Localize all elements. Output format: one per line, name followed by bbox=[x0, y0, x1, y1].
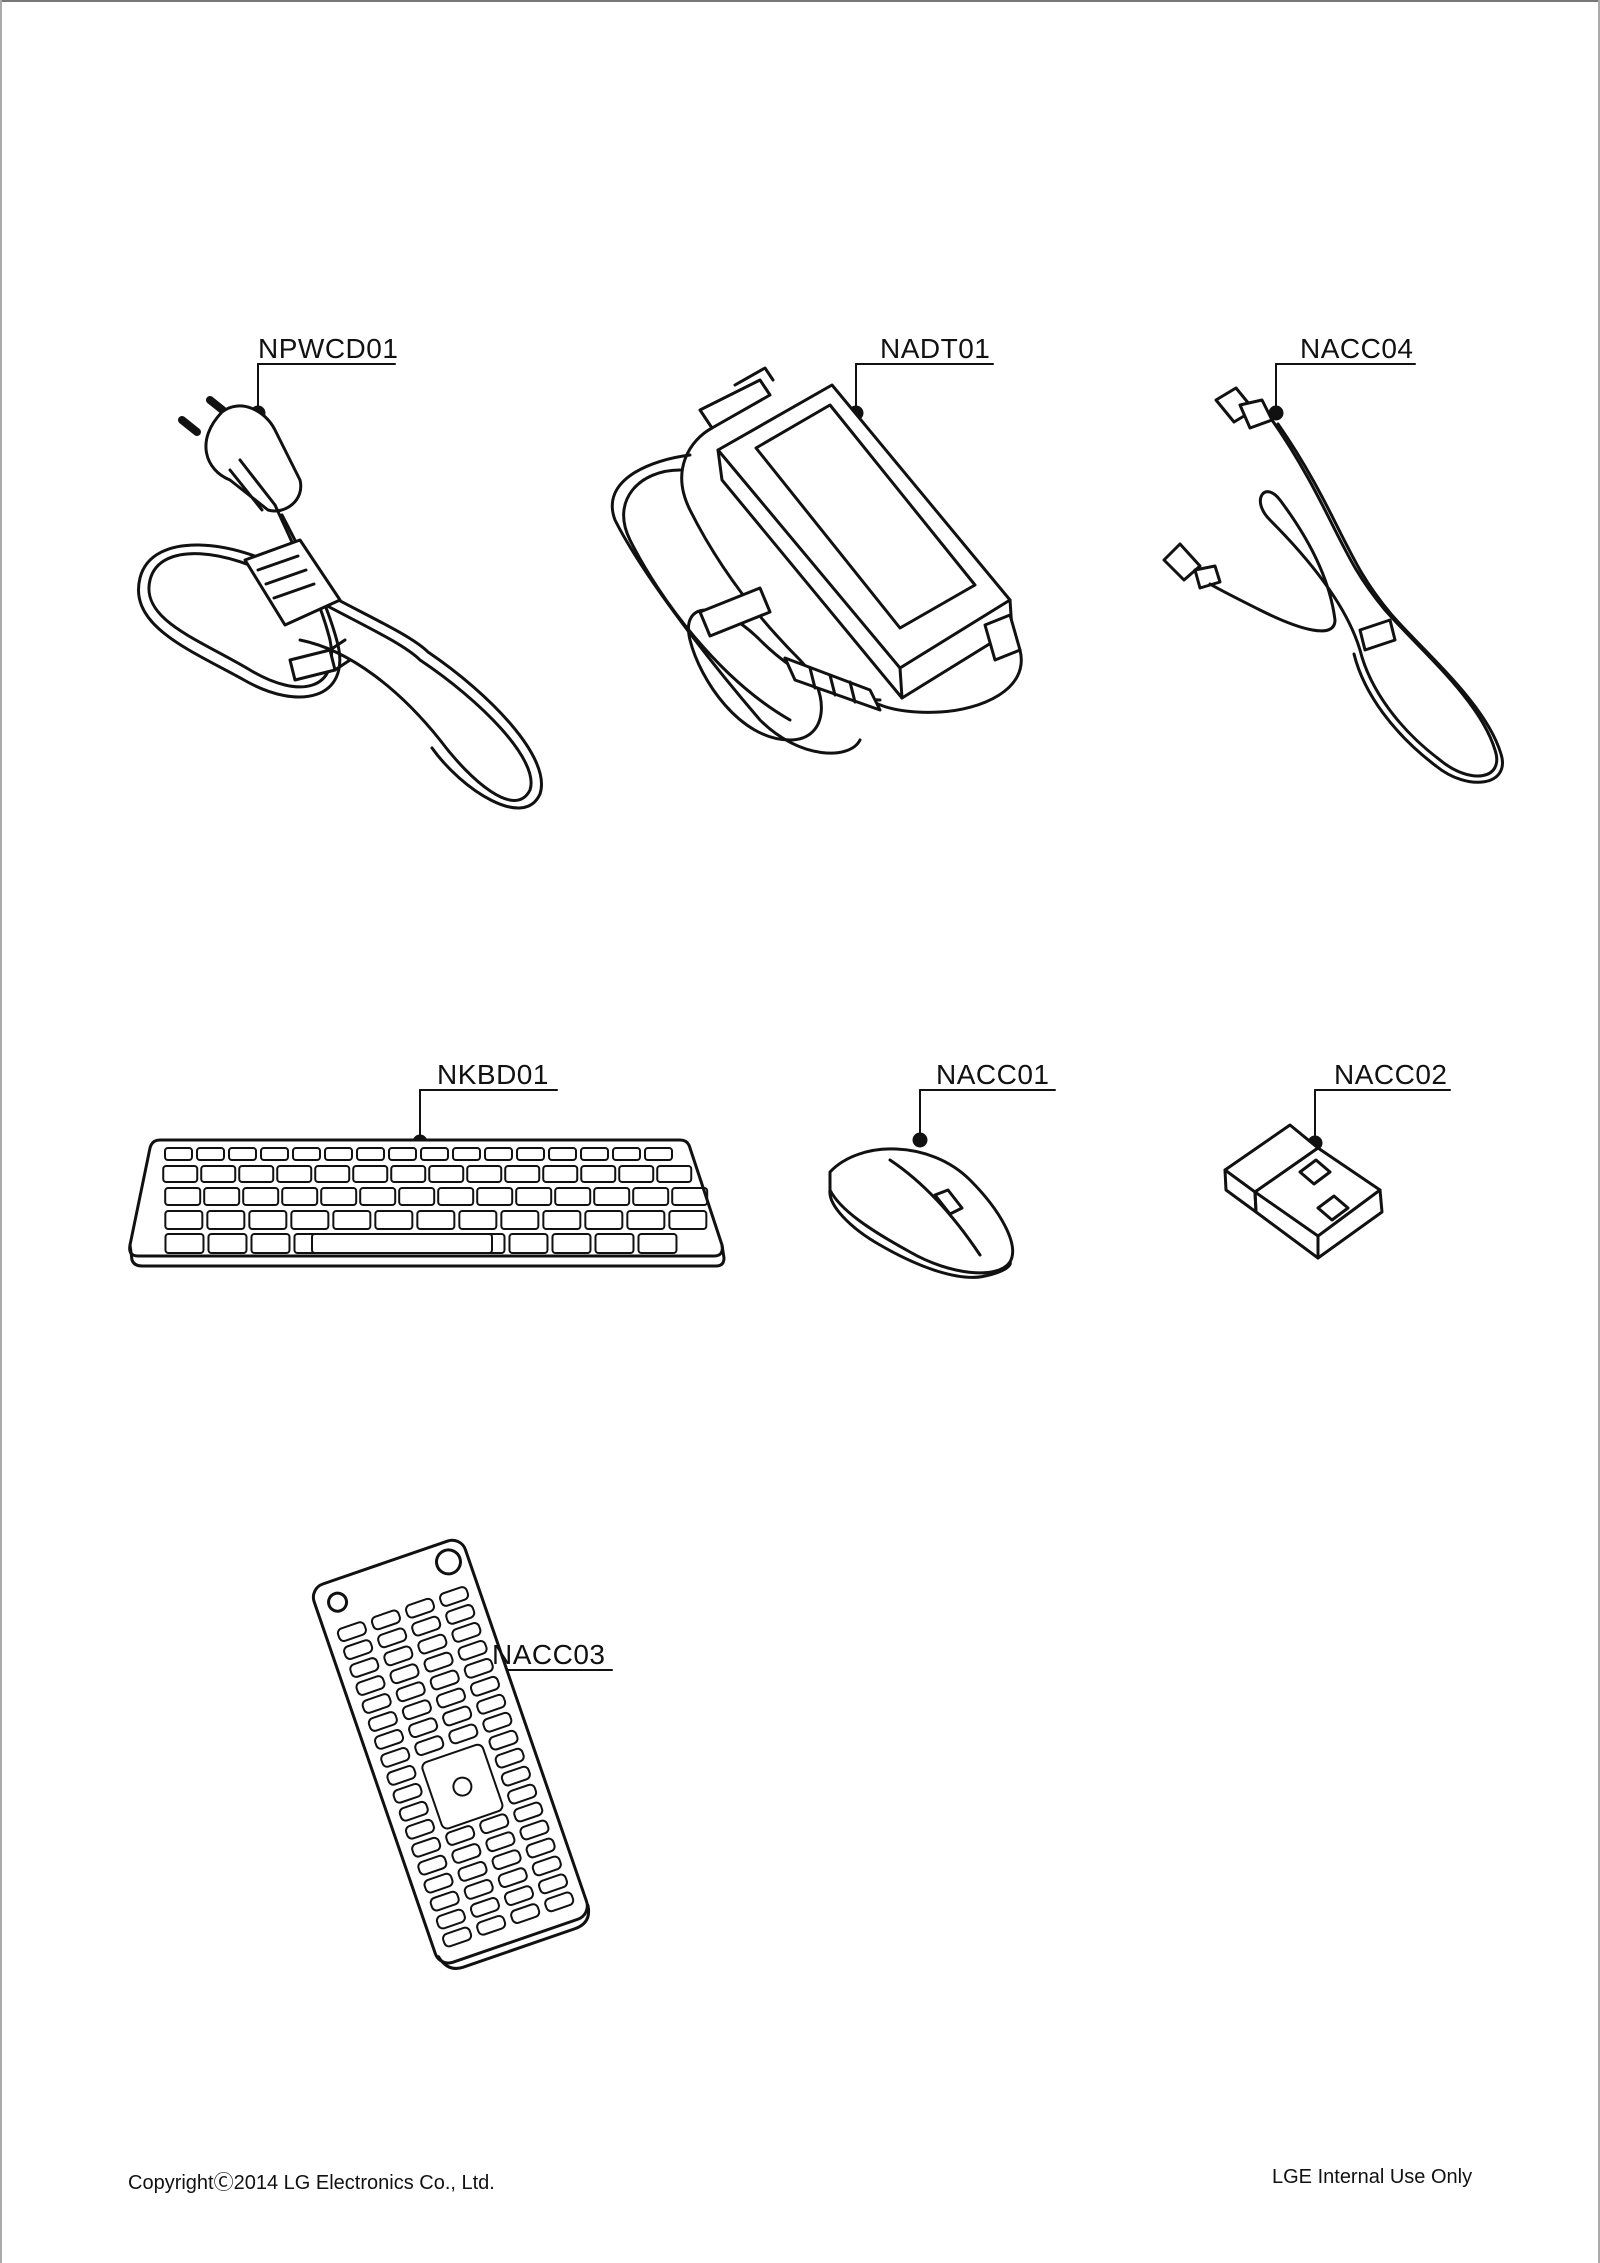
adapter-illustration bbox=[611, 363, 1023, 755]
mouse-part-number: NACC01 bbox=[936, 1059, 1050, 1090]
keyboard-part-number: NKBD01 bbox=[437, 1059, 549, 1090]
power-cord-illustration bbox=[137, 363, 543, 810]
internal-use-notice: LGE Internal Use Only bbox=[1272, 2166, 1473, 2188]
antenna-cable-illustration bbox=[1162, 363, 1504, 784]
keyboard-illustration bbox=[128, 1089, 726, 1268]
adapter-part-number: NADT01 bbox=[880, 333, 991, 364]
page-border-right bbox=[1598, 0, 1600, 2263]
copyright-notice: CopyrightⒸ2014 LG Electronics Co., Ltd. bbox=[128, 2172, 495, 2194]
remote-part-number: NACC03 bbox=[492, 1639, 606, 1670]
page-border-left bbox=[0, 0, 2, 2263]
mouse-illustration bbox=[828, 1089, 1056, 1279]
page-border-top bbox=[0, 0, 1600, 2]
remote-illustration bbox=[311, 1538, 613, 1970]
usb-receiver-part-number: NACC02 bbox=[1334, 1059, 1448, 1090]
power-cord-part-number: NPWCD01 bbox=[258, 333, 399, 364]
antenna-cable-part-number: NACC04 bbox=[1300, 333, 1414, 364]
usb-receiver-illustration bbox=[1223, 1089, 1451, 1260]
